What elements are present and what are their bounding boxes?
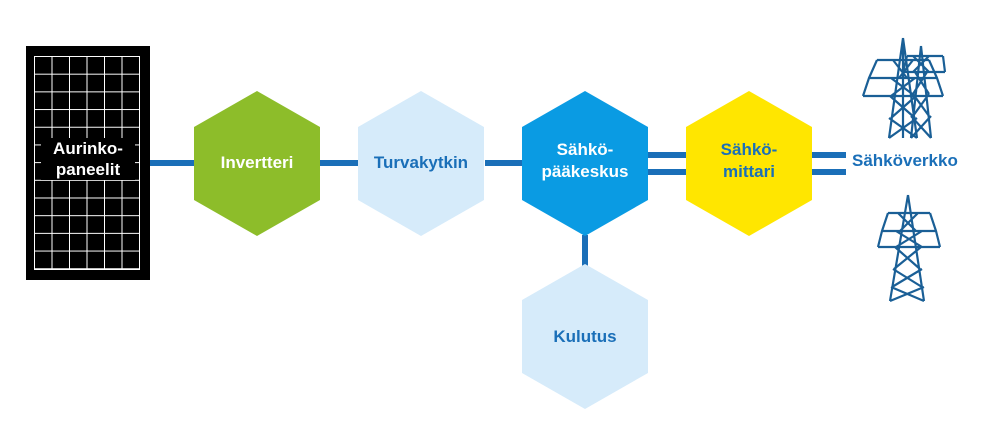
meter-label-line2: mittari	[723, 162, 775, 181]
panels-label-line2: paneelit	[41, 159, 135, 180]
safety-switch-label: Turvakytkin	[373, 153, 469, 172]
consumption-hexagon	[522, 264, 648, 409]
main-panel-label-line1: Sähkö-	[556, 140, 614, 159]
inverter-label: Invertteri	[220, 153, 294, 172]
safety-switch-hexagon	[358, 91, 484, 236]
inverter-hexagon	[194, 91, 320, 236]
solar-panel-icon: Aurinko- paneelit	[26, 46, 150, 280]
consumption-label: Kulutus	[553, 327, 617, 346]
connectors	[150, 152, 846, 268]
panels-label: Aurinko- paneelit	[26, 138, 150, 180]
main-panel-label: Sähkö- pääkeskus	[522, 139, 648, 183]
main-panel-hexagon	[522, 91, 648, 236]
main-panel-label-line2: pääkeskus	[541, 162, 629, 181]
power-pylon-icon	[876, 194, 942, 303]
panels-label-line1: Aurinko-	[41, 138, 135, 159]
meter-label-line1: Sähkö-	[720, 140, 778, 159]
grid-label: Sähköverkko	[852, 151, 958, 170]
meter-label: Sähkö- mittari	[686, 139, 812, 183]
power-pylon-icon	[861, 37, 947, 139]
meter-hexagon	[686, 91, 812, 236]
